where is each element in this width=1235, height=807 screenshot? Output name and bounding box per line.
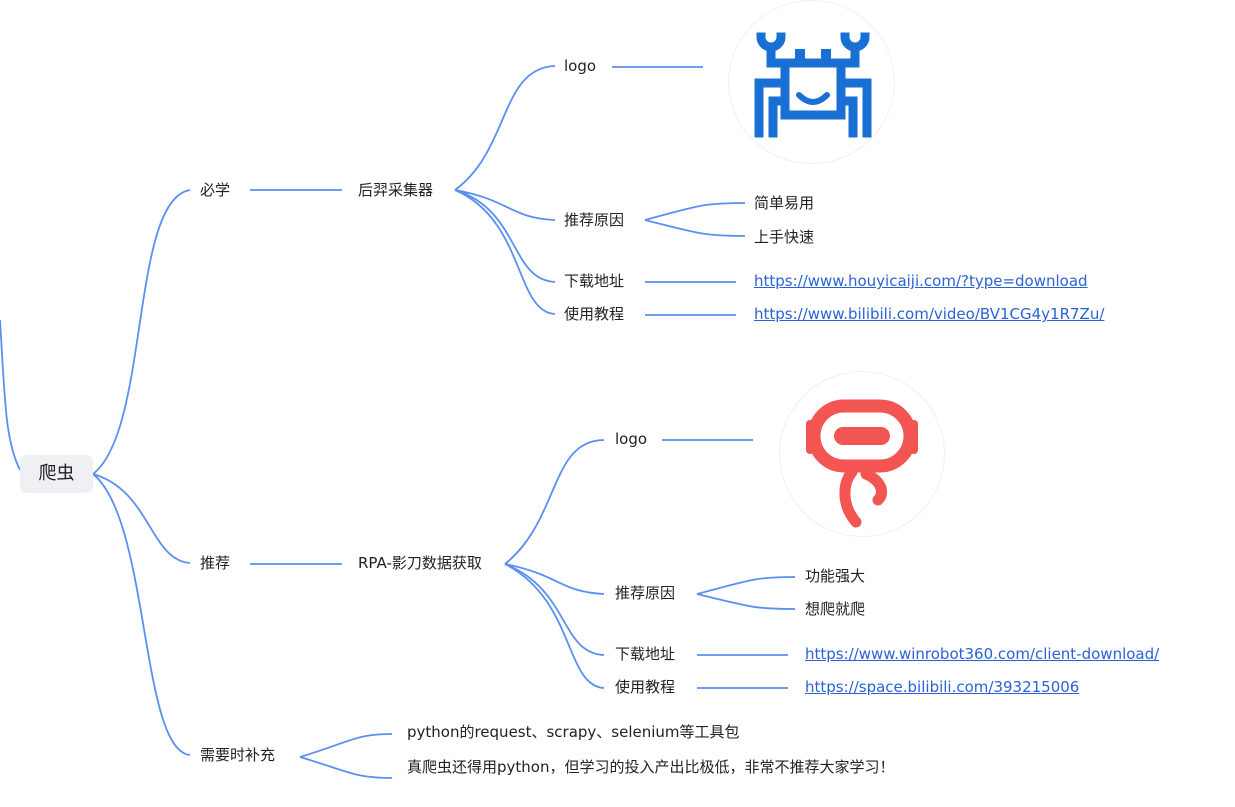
houyi-reasons-label[interactable]: 推荐原因 bbox=[564, 211, 625, 229]
connector-yingdao-reason2 bbox=[696, 593, 796, 610]
buchong-item-2[interactable]: 真爬虫还得用python，但学习的投入产出比极低，非常不推荐大家学习！ bbox=[407, 758, 895, 776]
connector-root-bixue bbox=[92, 189, 191, 475]
houyi-reason-1[interactable]: 简单易用 bbox=[754, 194, 815, 212]
yingdao-reason-1[interactable]: 功能强大 bbox=[805, 567, 866, 585]
tool-houyi[interactable]: 后羿采集器 bbox=[358, 181, 434, 199]
houyi-reason-2[interactable]: 上手快速 bbox=[754, 228, 815, 246]
branch-bixue[interactable]: 必学 bbox=[200, 181, 231, 199]
yingdao-reasons-label[interactable]: 推荐原因 bbox=[615, 584, 676, 602]
robot-head-icon bbox=[806, 399, 918, 528]
tool-yingdao[interactable]: RPA-影刀数据获取 bbox=[358, 554, 482, 572]
connector-yingdao-reason1 bbox=[696, 576, 796, 595]
connector-root-buchong bbox=[92, 473, 191, 756]
connector-yingdao-tutorial bbox=[504, 563, 605, 689]
crab-robot-icon bbox=[754, 32, 872, 138]
buchong-item-1[interactable]: python的request、scrapy、selenium等工具包 bbox=[407, 723, 740, 741]
branch-tuijian[interactable]: 推荐 bbox=[200, 554, 231, 572]
connector-houyi-tutorial bbox=[454, 189, 556, 315]
yingdao-download-label[interactable]: 下载地址 bbox=[615, 645, 676, 663]
houyi-tutorial-link[interactable]: https://www.bilibili.com/video/BV1CG4y1R… bbox=[754, 305, 1105, 323]
houyi-download-label[interactable]: 下载地址 bbox=[564, 272, 625, 290]
yingdao-tutorial-label[interactable]: 使用教程 bbox=[615, 678, 676, 696]
connector-buchong-item1 bbox=[299, 733, 393, 758]
yingdao-logo-label[interactable]: logo bbox=[615, 430, 648, 448]
connector-houyi-logo bbox=[454, 65, 556, 191]
houyi-download-link[interactable]: https://www.houyicaiji.com/?type=downloa… bbox=[754, 272, 1088, 290]
houyi-logo-label[interactable]: logo bbox=[564, 57, 597, 75]
connector-yingdao-reasons bbox=[504, 563, 605, 595]
connector-upstream bbox=[0, 319, 21, 471]
houyi-tutorial-label[interactable]: 使用教程 bbox=[564, 305, 625, 323]
branch-buchong[interactable]: 需要时补充 bbox=[200, 746, 276, 764]
connector-houyi-download bbox=[454, 189, 556, 283]
connector-houyi-reason1 bbox=[644, 202, 746, 221]
yingdao-logo-image bbox=[779, 371, 945, 537]
yingdao-tutorial-link[interactable]: https://space.bilibili.com/393215006 bbox=[805, 678, 1080, 696]
connector-buchong-item2 bbox=[299, 756, 393, 779]
connector-root-tuijian bbox=[92, 473, 191, 564]
yingdao-reason-2[interactable]: 想爬就爬 bbox=[805, 600, 866, 618]
houyi-logo-image bbox=[728, 0, 895, 164]
connector-yingdao-logo bbox=[504, 439, 605, 565]
connector-houyi-reason2 bbox=[644, 219, 746, 237]
connector-yingdao-download bbox=[504, 563, 605, 656]
yingdao-download-link[interactable]: https://www.winrobot360.com/client-downl… bbox=[805, 645, 1160, 663]
root-node[interactable]: 爬虫 bbox=[20, 455, 93, 493]
connector-houyi-reasons bbox=[454, 189, 556, 221]
